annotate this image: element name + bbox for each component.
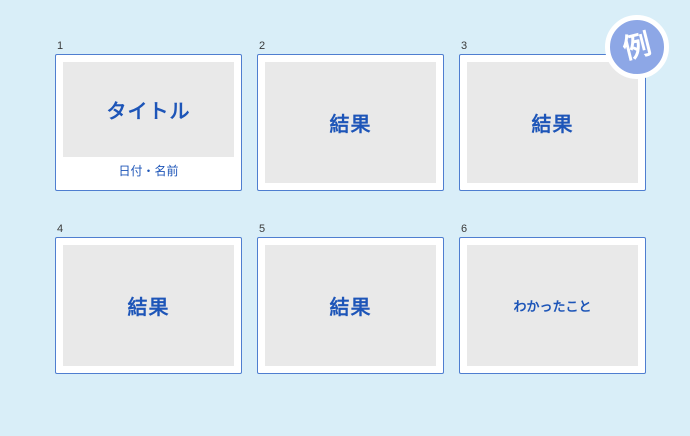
content-placeholder: 結果 [467, 62, 638, 183]
slide-title-text: わかったこと [513, 299, 592, 314]
slide-number-5: 5 [259, 223, 266, 235]
slide-thumbnail-6: わかったこと [459, 237, 646, 374]
slide-title-text: 結果 [329, 297, 372, 319]
title-placeholder: タイトル [63, 62, 234, 157]
slide-thumbnail-4: 結果 [55, 237, 242, 374]
slide-cell-4: 4 結果 [55, 221, 242, 374]
subtitle-bar: 日付・名前 [63, 157, 234, 183]
slide-title-text: 結果 [329, 114, 372, 136]
slide-subtitle-text: 日付・名前 [118, 163, 179, 178]
slide-thumbnail-1: タイトル 日付・名前 [55, 54, 242, 191]
slide-thumbnail-2: 結果 [257, 54, 444, 191]
example-stamp-label: 例 [619, 28, 655, 65]
slide-thumbnail-3: 結果 [459, 54, 646, 191]
slide-cell-1: 1 タイトル 日付・名前 [55, 38, 242, 191]
slide-title-text: 結果 [127, 297, 170, 319]
slide-number-2: 2 [259, 40, 266, 52]
slide-cell-2: 2 結果 [257, 38, 444, 191]
content-placeholder: 結果 [265, 245, 436, 366]
slide-number-1: 1 [57, 40, 64, 52]
slide-cell-6: 6 わかったこと [459, 221, 646, 374]
slide-grid: 1 タイトル 日付・名前 2 結果 3 [55, 38, 646, 374]
content-placeholder: 結果 [265, 62, 436, 183]
slide-number-3: 3 [461, 40, 468, 52]
slide-thumbnail-5: 結果 [257, 237, 444, 374]
example-stamp-badge: 例 [605, 15, 669, 79]
slide-number-6: 6 [461, 223, 468, 235]
content-placeholder: 結果 [63, 245, 234, 366]
slide-number-4: 4 [57, 223, 64, 235]
content-placeholder: わかったこと [467, 245, 638, 366]
slide-title-text: タイトル [106, 101, 191, 123]
slide-title-text: 結果 [531, 114, 574, 136]
slide-cell-3: 3 結果 [459, 38, 646, 191]
slide-cell-5: 5 結果 [257, 221, 444, 374]
